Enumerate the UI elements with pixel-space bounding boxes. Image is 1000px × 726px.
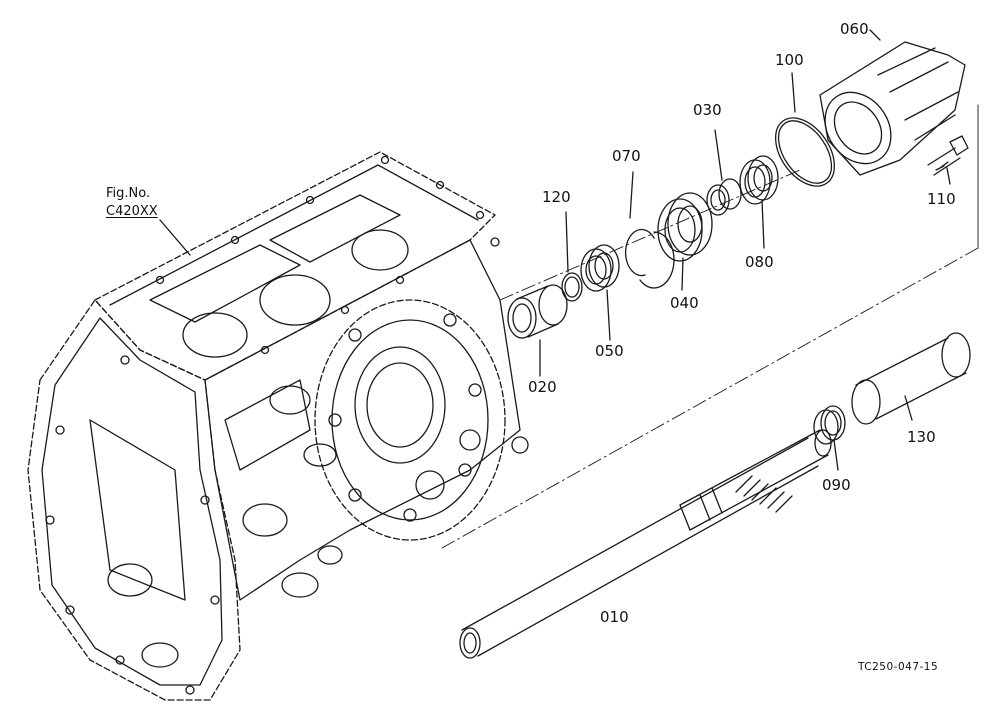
callout-070: 070 xyxy=(612,147,641,165)
callout-130: 130 xyxy=(907,428,936,446)
figure-ref-label: Fig.No. xyxy=(106,186,151,201)
center-axis-line xyxy=(441,247,979,549)
callout-030: 030 xyxy=(693,101,722,119)
part-120-snap-ring xyxy=(561,211,583,302)
callout-110: 110 xyxy=(927,190,956,208)
upper-axis-line xyxy=(499,169,801,301)
part-030-collar xyxy=(706,129,742,216)
figure-ref-number: C420XX xyxy=(106,204,158,219)
part-050-bearing xyxy=(580,244,620,341)
fig-leader-line xyxy=(159,219,191,256)
callout-050: 050 xyxy=(595,342,624,360)
callout-010: 010 xyxy=(600,608,629,626)
part-090-seal xyxy=(813,405,846,471)
part-110-bolt xyxy=(927,135,969,185)
callout-060: 060 xyxy=(840,20,869,38)
callout-120: 120 xyxy=(542,188,571,206)
callout-100: 100 xyxy=(775,51,804,69)
part-040-ball-bearing xyxy=(657,192,713,291)
callout-090: 090 xyxy=(822,476,851,494)
callout-040: 040 xyxy=(670,294,699,312)
part-070-snap-ring xyxy=(624,171,675,289)
part-010-shaft xyxy=(459,429,832,659)
part-100-o-ring xyxy=(774,72,836,187)
callout-020: 020 xyxy=(528,378,557,396)
part-020-needle-bearing xyxy=(507,284,568,377)
transmission-case xyxy=(27,151,529,701)
part-080-bearing xyxy=(739,155,779,249)
part-060-housing xyxy=(819,29,966,176)
drawing-code: TC250-047-15 xyxy=(858,661,939,673)
callout-080: 080 xyxy=(745,253,774,271)
part-130-sleeve xyxy=(851,332,971,425)
